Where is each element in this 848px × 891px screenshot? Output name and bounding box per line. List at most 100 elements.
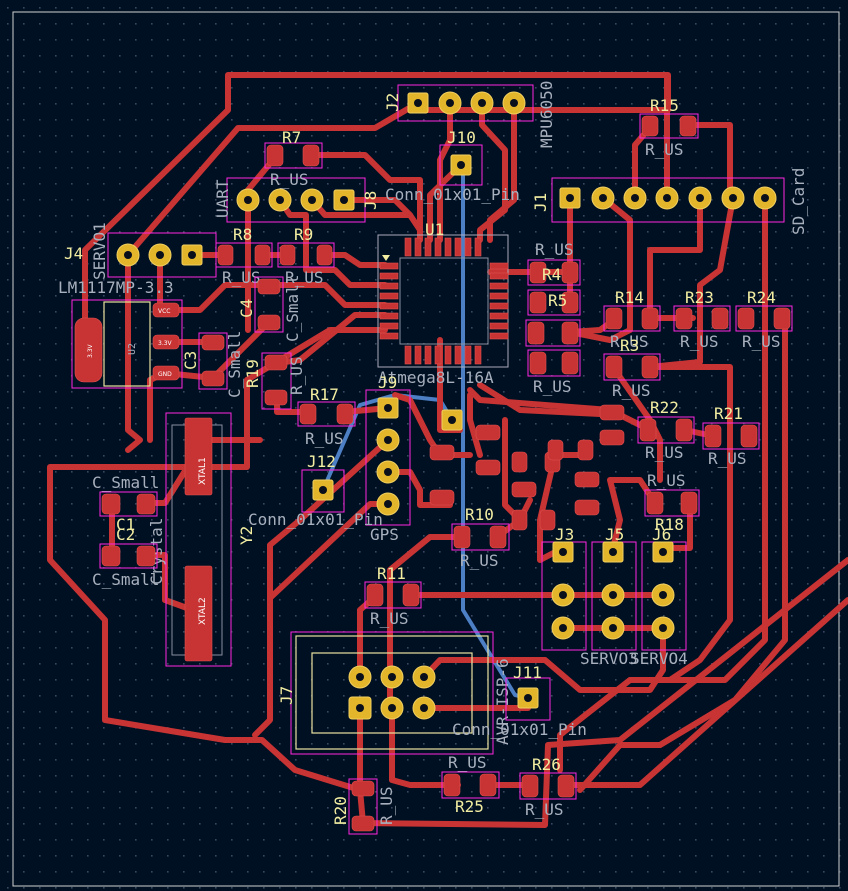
c3-ref: C3 bbox=[181, 351, 200, 370]
j4-servo1-header[interactable]: J4 SERVO1 bbox=[64, 222, 217, 280]
j4-value: SERVO1 bbox=[90, 222, 109, 280]
c4[interactable]: C4 C_Small bbox=[237, 275, 302, 342]
j11-ref: J11 bbox=[513, 663, 542, 682]
j9-value: GPS bbox=[370, 525, 399, 544]
r5[interactable]: R5 bbox=[527, 289, 581, 316]
c2[interactable]: C2C_Small bbox=[92, 525, 159, 589]
j9-gps-header[interactable]: J9 GPS bbox=[365, 373, 411, 544]
r6-part[interactable] bbox=[525, 319, 581, 347]
r18-ref: R18 bbox=[655, 515, 684, 534]
j6-servo4-header[interactable]: J6 SERVO4 bbox=[630, 525, 688, 668]
j8-uart-header[interactable]: UART J8 Conn_01x01_Pin bbox=[213, 177, 520, 223]
y2-crystal[interactable]: XTAL1 XTAL2 Y2 Crystal bbox=[147, 412, 256, 667]
j8-value: UART bbox=[213, 179, 232, 218]
j2-header[interactable]: J2 MPU6050 bbox=[383, 81, 556, 148]
r23-value: R_US bbox=[680, 332, 719, 351]
j10-value: Conn_01x01_Pin bbox=[385, 185, 520, 204]
u2-pin2-label: 3.3V bbox=[158, 340, 173, 347]
c4-ref: C4 bbox=[237, 299, 256, 318]
r4-ref: R4 bbox=[542, 265, 561, 284]
j5-servo3-header[interactable]: J5 SERVO3 bbox=[580, 525, 638, 668]
j11-value: Conn_01x01_Pin bbox=[452, 720, 587, 739]
j6-value: SERVO4 bbox=[630, 649, 688, 668]
c1[interactable]: C1C_Small bbox=[92, 473, 159, 534]
c2-ref: C2 bbox=[116, 525, 135, 544]
j10-ref: J10 bbox=[447, 128, 476, 147]
j11-pin[interactable]: J11 Conn_01x01_Pin bbox=[452, 663, 587, 739]
j13-pin[interactable] bbox=[441, 409, 463, 431]
r14-ref: R14 bbox=[615, 288, 644, 307]
c4-value: C_Small bbox=[283, 275, 302, 342]
r25-value: R_US bbox=[448, 753, 487, 772]
r9[interactable]: R9R_US bbox=[277, 225, 335, 287]
c2-value: C_Small bbox=[92, 570, 159, 589]
r3[interactable]: R3R_US bbox=[603, 336, 661, 400]
j7-ref: J7 bbox=[277, 686, 296, 705]
u2-tab-label: 3.3V bbox=[87, 343, 94, 358]
j5-ref: J5 bbox=[605, 525, 624, 544]
j2-value: MPU6050 bbox=[537, 81, 556, 148]
r10-ref: R10 bbox=[465, 505, 494, 524]
r9-value: R_US bbox=[285, 268, 324, 287]
r2-part[interactable]: R_US bbox=[527, 349, 581, 396]
r21-value: R_US bbox=[708, 449, 747, 468]
mid-cluster-parts[interactable] bbox=[429, 404, 625, 531]
r11-ref: R11 bbox=[377, 564, 406, 583]
j10-pin[interactable]: J10 bbox=[439, 128, 483, 186]
u1-pads-left bbox=[379, 262, 399, 340]
y2-ref: Y2 bbox=[237, 526, 256, 545]
j9-ref: J9 bbox=[378, 373, 397, 392]
r10-value: R_US bbox=[460, 551, 499, 570]
j1-sdcard-header[interactable]: J1 SD_Card bbox=[531, 168, 808, 235]
j8-ref: J8 bbox=[361, 191, 380, 210]
r3-value: R_US bbox=[612, 381, 651, 400]
r4[interactable]: R4R_US bbox=[527, 240, 581, 286]
j1-value: SD_Card bbox=[789, 168, 808, 235]
j5-value: SERVO3 bbox=[580, 649, 638, 668]
r18-value: R_US bbox=[647, 471, 686, 490]
c1-ref: C1 bbox=[116, 515, 135, 534]
r24-ref: R24 bbox=[747, 288, 776, 307]
u2-regulator[interactable]: 3.3V VCC 3.3V GND LM1117MP-3.3 U2 bbox=[58, 278, 183, 389]
r15-ref: R15 bbox=[650, 96, 679, 115]
j3-servo-header[interactable]: J3 bbox=[541, 525, 587, 651]
u1-atmega-chip[interactable]: U1 Atmega8L-16A bbox=[377, 220, 509, 387]
u1-pads-top bbox=[404, 237, 482, 257]
u1-body bbox=[399, 257, 489, 345]
j7-avr-isp-header[interactable]: J7 AVR-ISP-6 bbox=[277, 631, 512, 755]
r11-value: R_US bbox=[370, 609, 409, 628]
u2-value: LM1117MP-3.3 bbox=[58, 278, 174, 297]
u1-pads-bottom bbox=[404, 345, 482, 365]
r7[interactable]: R7R_US bbox=[264, 128, 323, 189]
r24-value: R_US bbox=[742, 332, 781, 351]
r8[interactable]: R8R_US bbox=[215, 225, 273, 287]
board-edge bbox=[12, 11, 840, 887]
u1-pads-right bbox=[489, 262, 509, 340]
u1-value: Atmega8L-16A bbox=[378, 368, 494, 387]
r7-ref: R7 bbox=[282, 128, 301, 147]
j7-value: AVR-ISP-6 bbox=[493, 658, 512, 745]
u1-courtyard bbox=[377, 234, 509, 368]
r18[interactable]: R18 R_US bbox=[644, 471, 700, 534]
u2-pin1-label: GND bbox=[158, 371, 172, 378]
r5-ref: R5 bbox=[548, 291, 567, 310]
j12-pin[interactable]: J12 Conn_01x01_Pin bbox=[248, 452, 383, 529]
r21-ref: R21 bbox=[714, 404, 743, 423]
u2-pin3-label: VCC bbox=[158, 308, 170, 315]
